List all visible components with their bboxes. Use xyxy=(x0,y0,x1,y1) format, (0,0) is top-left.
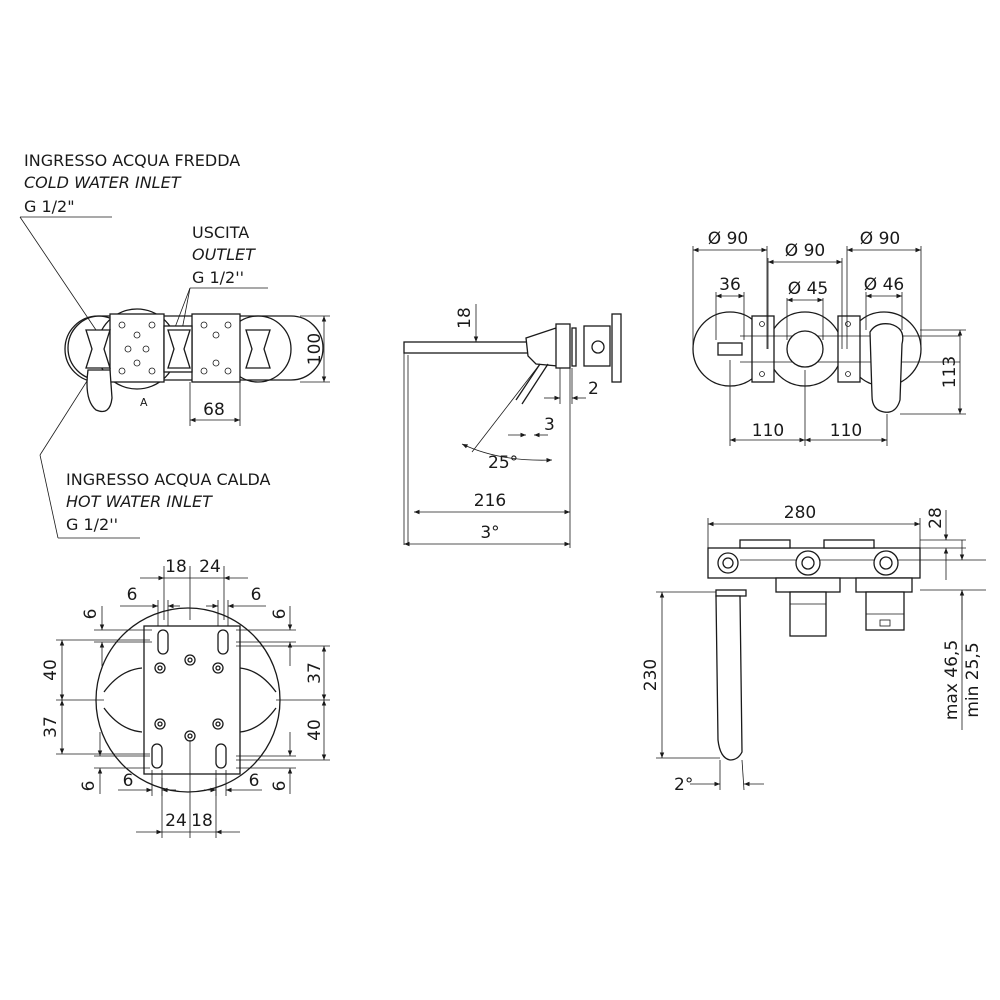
hot-inlet-thread: G 1/2'' xyxy=(66,515,118,534)
mounting-plate xyxy=(191,313,241,383)
valve-wing xyxy=(167,329,191,369)
dim-36: 36 xyxy=(719,275,741,295)
side-view: 18 2 3 25° 216 3° xyxy=(403,304,622,548)
plate-right xyxy=(837,315,861,383)
mounting-plate xyxy=(109,313,165,383)
valve-wing xyxy=(245,329,271,369)
dim-110-right: 110 xyxy=(830,421,862,441)
left-fitting xyxy=(717,552,739,574)
valve-collar xyxy=(775,577,841,593)
dim-24-top: 24 xyxy=(199,557,221,577)
valve-body-side xyxy=(583,325,611,367)
dim-113: 113 xyxy=(940,356,960,388)
leader-line xyxy=(181,287,191,331)
cold-inlet-label-it: INGRESSO ACQUA FREDDA xyxy=(24,151,240,170)
diverter-collar xyxy=(855,577,913,593)
outlet-label-en: OUTLET xyxy=(192,245,256,264)
cold-inlet-fitting xyxy=(717,342,743,356)
lever-line xyxy=(515,363,541,401)
dim-6-bl: 6 xyxy=(123,771,134,791)
leader-line xyxy=(19,216,97,331)
marker-a: A xyxy=(140,396,148,409)
dim-6-ltop: 6 xyxy=(81,609,101,620)
outlet-thread: G 1/2'' xyxy=(192,268,244,287)
dim-110-left: 110 xyxy=(752,421,784,441)
dim-6-rbot: 6 xyxy=(270,781,290,792)
wall-plate xyxy=(555,323,571,369)
angle-25: 25° xyxy=(488,453,518,473)
dim-280: 280 xyxy=(784,503,816,523)
dim-6-rtop: 6 xyxy=(270,609,290,620)
right-wing-detail xyxy=(239,667,277,733)
diverter-body xyxy=(865,591,905,631)
dim-37-left: 37 xyxy=(41,716,61,738)
dia46: Ø 46 xyxy=(864,275,904,295)
center-cartridge xyxy=(786,330,824,368)
dim-40-left: 40 xyxy=(41,659,61,681)
lever-body xyxy=(525,327,559,367)
dim-100: 100 xyxy=(305,333,325,365)
install-view: 280 28 max 46,5 min 25,5 230 2° xyxy=(641,503,986,795)
angle-3: 3° xyxy=(480,523,499,543)
dim-18-bottom: 18 xyxy=(191,811,213,831)
cold-inlet-thread: G 1/2" xyxy=(24,197,75,216)
valve-bore xyxy=(591,340,605,354)
mount-bracket xyxy=(611,313,622,383)
cold-inlet-label-en: COLD WATER INLET xyxy=(24,173,182,192)
dim-28: 28 xyxy=(926,507,946,529)
box-tab xyxy=(739,539,791,549)
spout-vertical xyxy=(715,595,743,761)
dim-37-right: 37 xyxy=(305,662,325,684)
outlet-label-it: USCITA xyxy=(192,223,249,242)
left-wing-detail xyxy=(103,667,143,733)
dim-6-lbot: 6 xyxy=(79,781,99,792)
plan-view: Ø 90 Ø 90 Ø 90 36 Ø 45 Ø 46 110 110 xyxy=(692,229,966,446)
wall-plate-edge xyxy=(571,327,577,367)
spout-flange xyxy=(715,589,747,597)
lever-plan xyxy=(869,323,904,413)
plate-left xyxy=(751,315,775,383)
min-depth: min 25,5 xyxy=(963,642,983,717)
center-fitting xyxy=(795,550,821,576)
dim-230: 230 xyxy=(641,659,661,691)
dim-216: 216 xyxy=(474,491,506,511)
box-tab xyxy=(823,539,875,549)
leader-line xyxy=(39,369,95,456)
hot-inlet-label-en: HOT WATER INLET xyxy=(66,492,213,511)
mounting-plate-detail xyxy=(143,625,241,775)
dim-6-br: 6 xyxy=(249,771,260,791)
spout xyxy=(403,341,529,354)
valve-cartridge xyxy=(789,591,827,637)
dia90-left: Ø 90 xyxy=(708,229,748,249)
dim-6-tl: 6 xyxy=(127,585,138,605)
right-fitting xyxy=(873,550,899,576)
dim-68: 68 xyxy=(203,400,225,420)
dim-3: 3 xyxy=(544,415,555,435)
leader-line xyxy=(39,454,59,539)
dim-24-bottom: 24 xyxy=(165,811,187,831)
front-view: INGRESSO ACQUA FREDDA COLD WATER INLET G… xyxy=(19,151,330,539)
dia90-right: Ø 90 xyxy=(860,229,900,249)
angle-2: 2° xyxy=(674,775,693,795)
lever-line xyxy=(521,363,549,405)
valve-wing xyxy=(85,329,111,369)
lever-handle xyxy=(86,369,113,413)
dim-18-top: 18 xyxy=(165,557,187,577)
hot-inlet-label-it: INGRESSO ACQUA CALDA xyxy=(66,470,271,489)
leader-line xyxy=(173,287,191,331)
dim-40-right: 40 xyxy=(305,719,325,741)
dim-2: 2 xyxy=(588,379,599,399)
dim-6-tr: 6 xyxy=(251,585,262,605)
dim-18-side: 18 xyxy=(455,307,475,329)
plate-view: 18 24 6 6 6 6 40 37 xyxy=(41,557,330,838)
max-depth: max 46,5 xyxy=(942,640,962,720)
dia45: Ø 45 xyxy=(788,279,828,299)
dia90-mid: Ø 90 xyxy=(785,241,825,261)
